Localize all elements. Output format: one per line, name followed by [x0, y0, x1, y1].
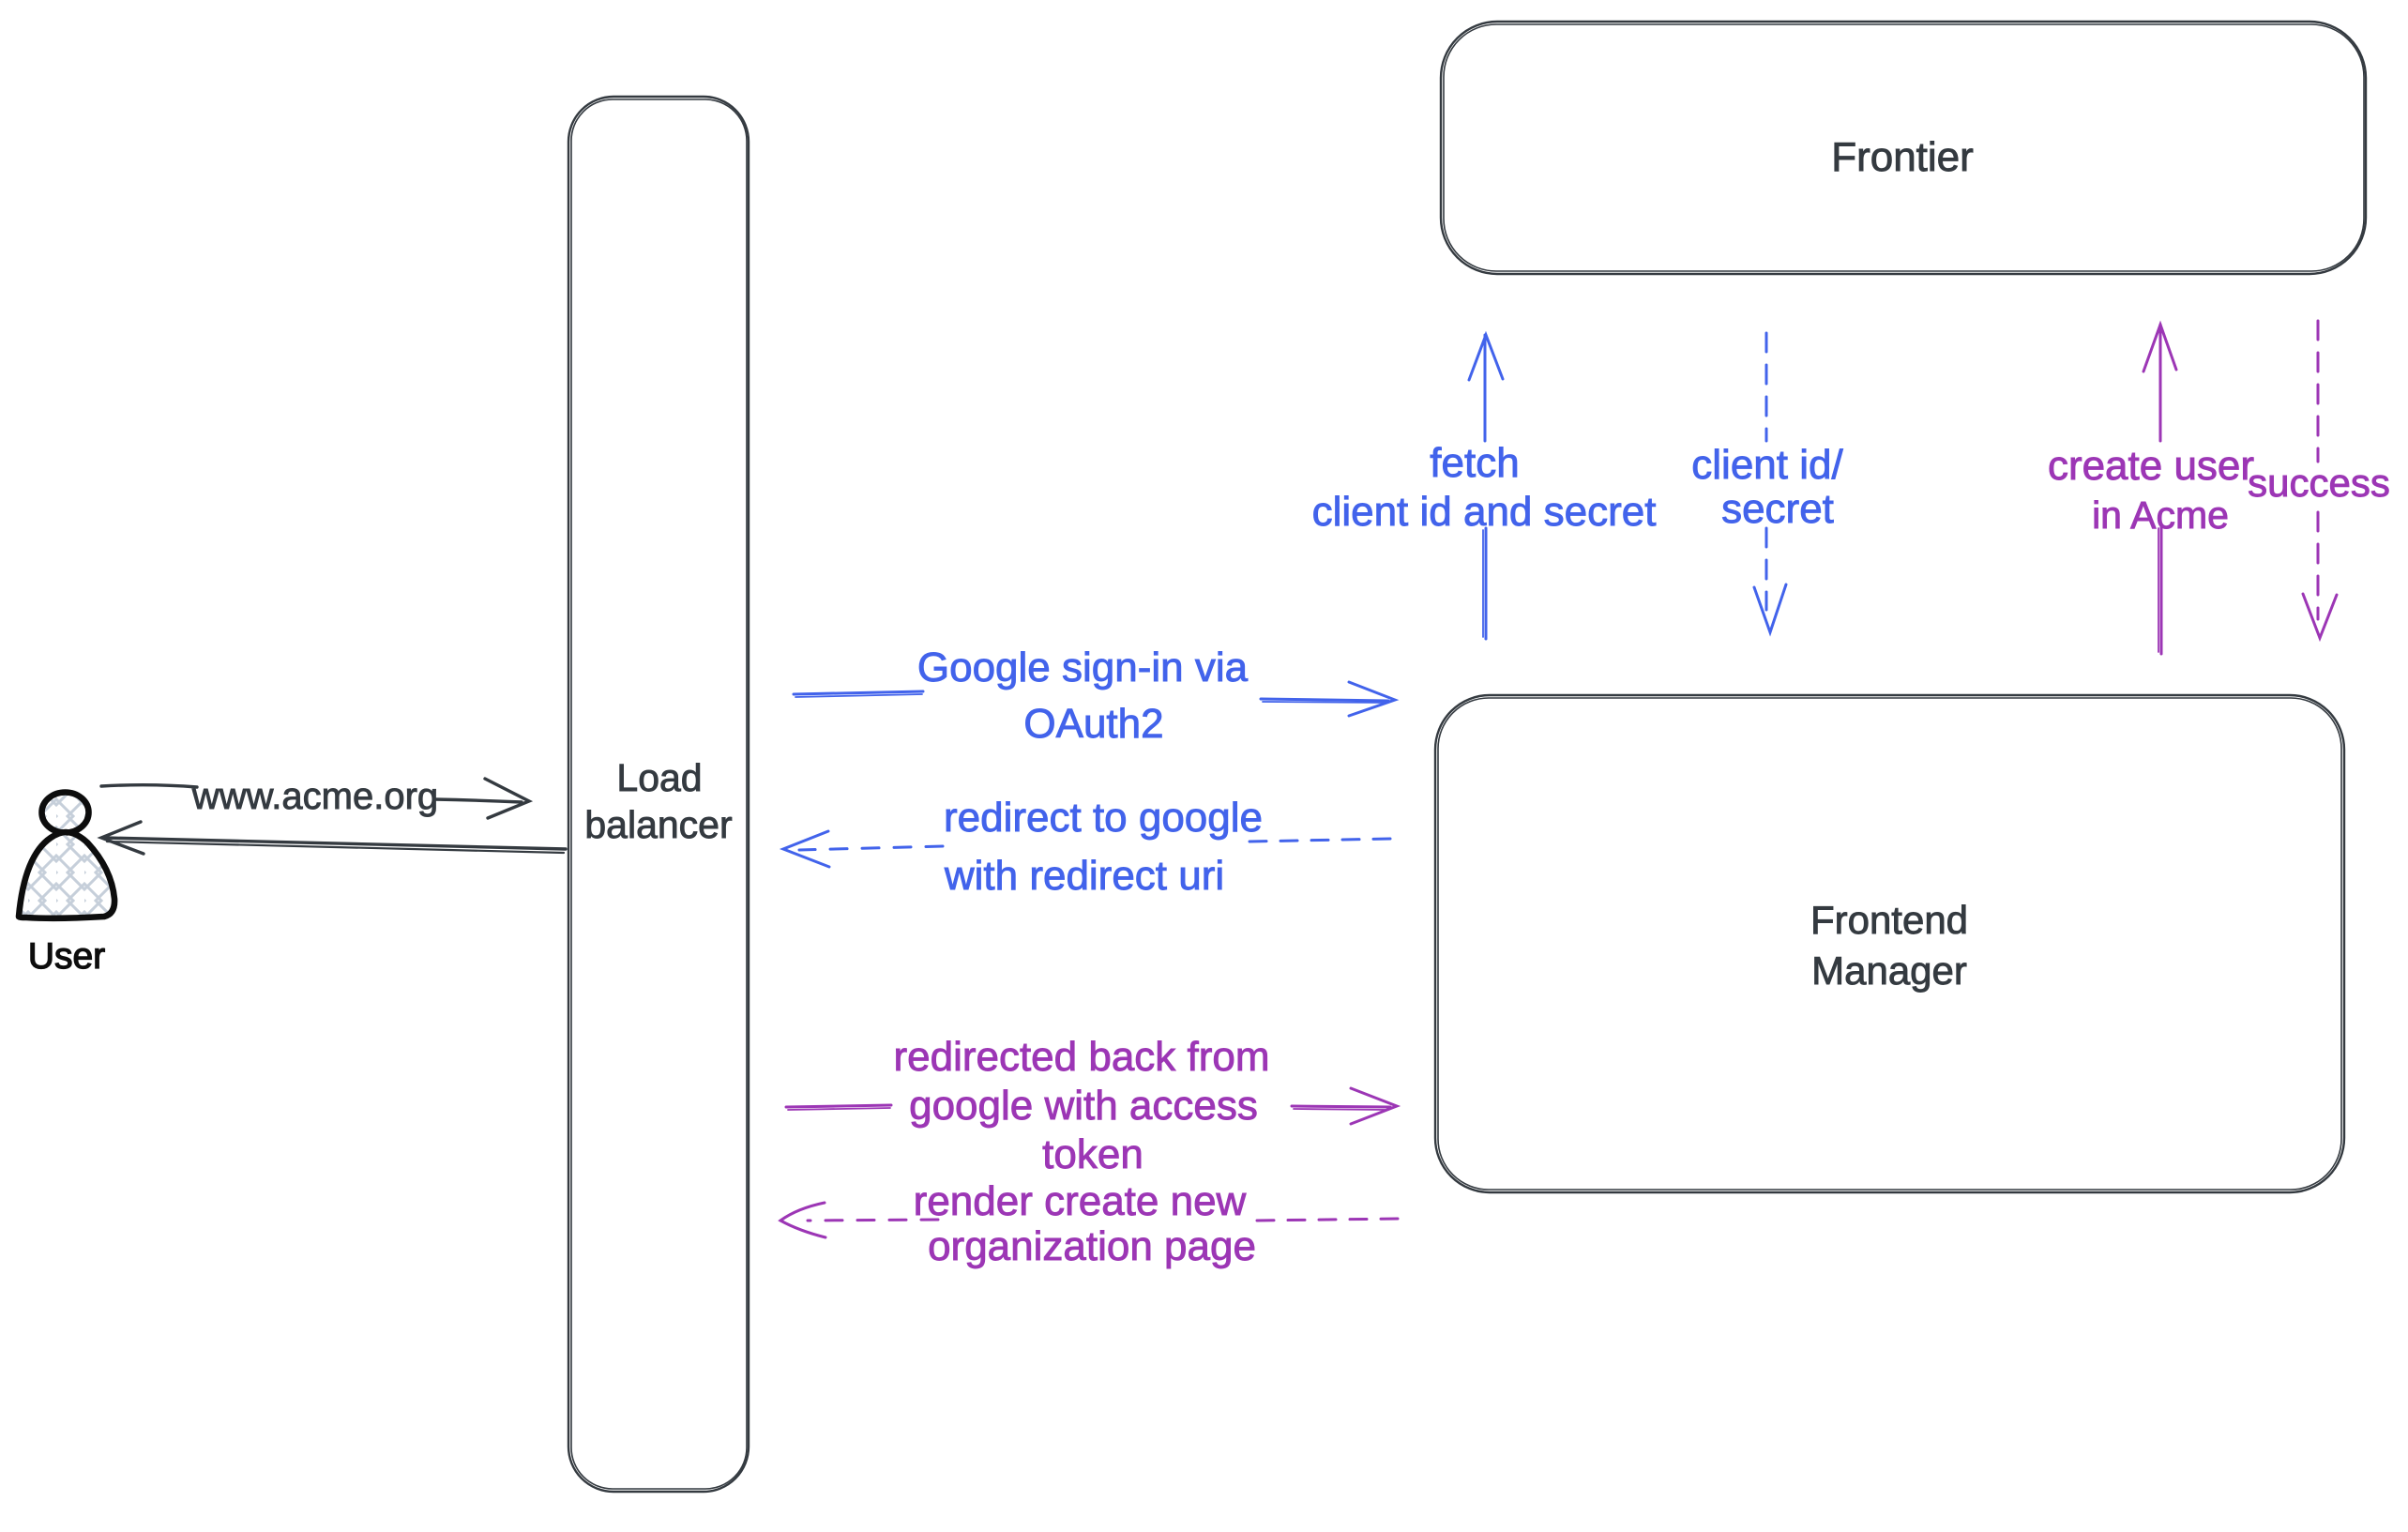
svg-text:client id/: client id/: [1691, 442, 1843, 488]
svg-text:in Acme: in Acme: [2092, 493, 2229, 537]
svg-text:OAuth2: OAuth2: [1023, 701, 1163, 747]
svg-text:redirected back from: redirected back from: [893, 1034, 1269, 1080]
svg-text:User: User: [28, 936, 105, 977]
svg-text:google with access: google with access: [909, 1083, 1258, 1129]
svg-text:redirect to google: redirect to google: [944, 795, 1263, 841]
svg-text:www.acme.org: www.acme.org: [191, 776, 438, 817]
svg-text:token: token: [1042, 1131, 1143, 1177]
svg-text:success: success: [2248, 461, 2390, 505]
svg-text:fetch: fetch: [1430, 440, 1519, 486]
svg-text:Load: Load: [616, 756, 702, 799]
svg-text:organization page: organization page: [928, 1223, 1256, 1269]
svg-text:Manager: Manager: [1811, 948, 1967, 993]
svg-text:balancer: balancer: [584, 803, 732, 846]
svg-text:create user: create user: [2048, 443, 2254, 489]
svg-text:client id and secret: client id and secret: [1312, 489, 1657, 535]
svg-text:Frontier: Frontier: [1831, 134, 1974, 180]
svg-text:Google sign-in via: Google sign-in via: [917, 645, 1249, 690]
svg-text:secret: secret: [1721, 486, 1834, 532]
svg-text:Frontend: Frontend: [1810, 898, 1968, 942]
svg-text:with redirect uri: with redirect uri: [944, 853, 1224, 899]
svg-text:render create new: render create new: [914, 1178, 1247, 1224]
